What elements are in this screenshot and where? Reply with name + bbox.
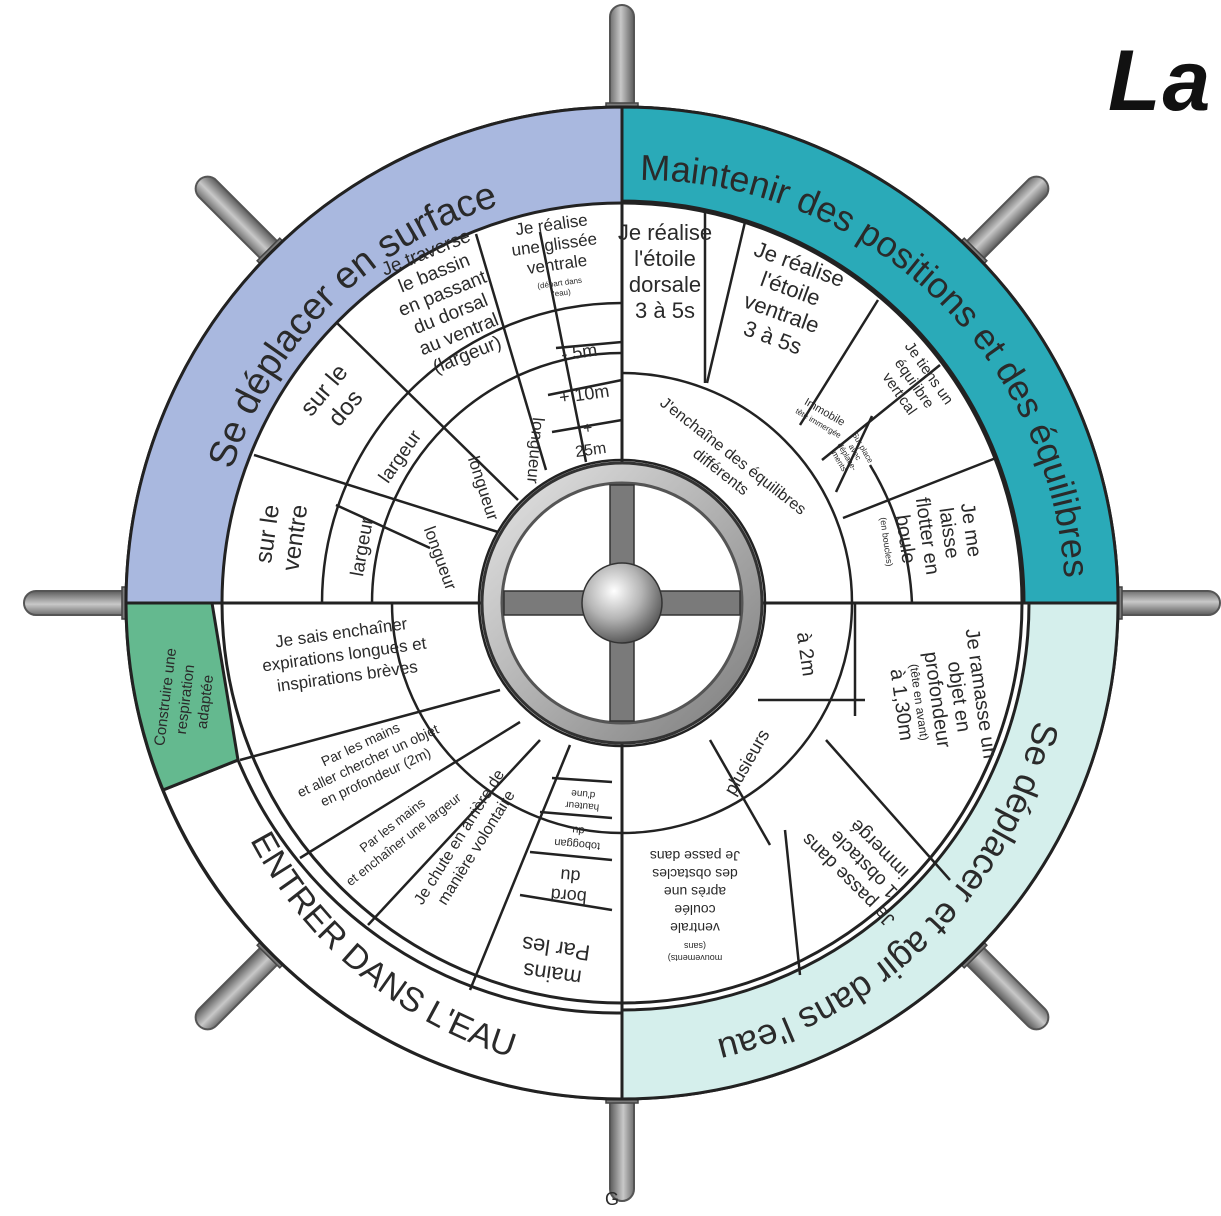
surface-ventre: sur le ventre bbox=[250, 499, 314, 573]
entrer-mains: mains Par les bbox=[517, 931, 592, 991]
cell-text: l'étoile bbox=[634, 246, 696, 271]
cell-text: Je passe dans bbox=[650, 848, 740, 864]
cell-text: des obstacles bbox=[652, 866, 738, 882]
cell-text: (sans bbox=[684, 941, 707, 951]
cell-text: mouvements) bbox=[668, 953, 723, 963]
cell-text: du bbox=[559, 865, 581, 887]
cell-text: d'une bbox=[570, 787, 595, 800]
cell-text: coulée bbox=[674, 902, 715, 918]
cell-text: ventrale bbox=[670, 920, 720, 936]
cell-text: du bbox=[572, 824, 585, 837]
wheel-hub bbox=[482, 463, 762, 743]
cell-text: 3 à 5s bbox=[635, 298, 695, 323]
cell-text: dorsale bbox=[629, 272, 701, 297]
cell-text: bord bbox=[550, 884, 588, 907]
footer-mark: G bbox=[605, 1189, 619, 1209]
cell-text: après une bbox=[664, 884, 726, 900]
cell-text: Je réalise bbox=[618, 220, 712, 245]
